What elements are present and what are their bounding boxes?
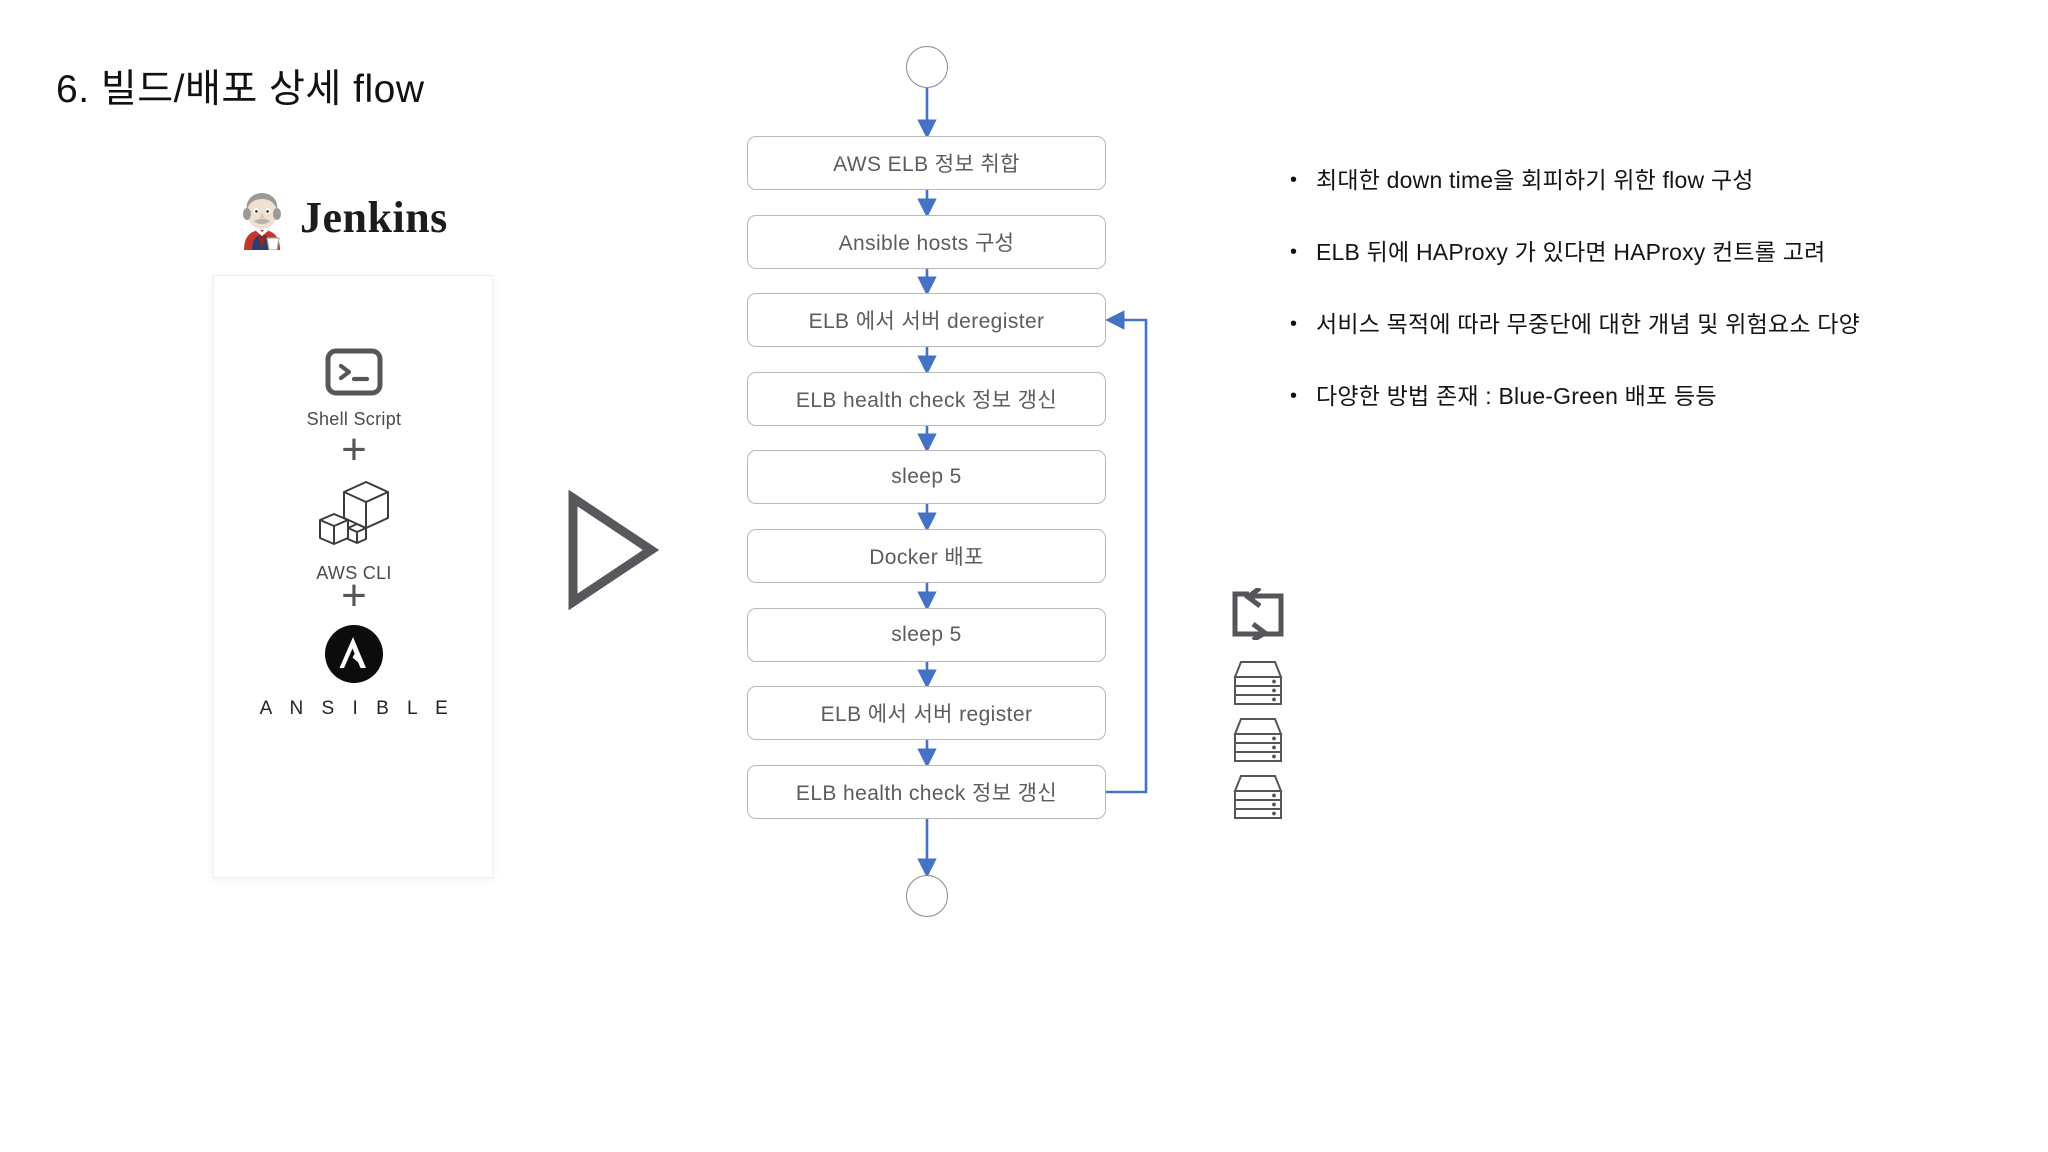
tool-stack-card: Shell Script + AWS CLI + [213, 275, 493, 878]
plus-separator-2: + [341, 571, 367, 620]
tool-item-shell-script: Shell Script [214, 348, 494, 430]
flow-end-node [906, 875, 948, 917]
terminal-icon [325, 348, 383, 396]
notes-bullet-list: • 최대한 down time을 회피하기 위한 flow 구성 • ELB 뒤… [1290, 165, 2010, 453]
flow-step-6[interactable]: Docker 배포 [747, 529, 1106, 583]
tool-item-aws-cli: AWS CLI [214, 476, 494, 584]
flow-step-5[interactable]: sleep 5 [747, 450, 1106, 504]
server-rack-icon [1233, 661, 1283, 705]
bullet-text: 서비스 목적에 따라 무중단에 대한 개념 및 위험요소 다양 [1316, 311, 1861, 337]
flow-step-2[interactable]: Ansible hosts 구성 [747, 215, 1106, 269]
jenkins-butler-icon [243, 193, 281, 250]
ansible-icon [325, 625, 383, 683]
page-title: 6. 빌드/배포 상세 flow [56, 68, 425, 111]
flow-step-4[interactable]: ELB health check 정보 갱신 [747, 372, 1106, 426]
plus-separator-1: + [341, 425, 367, 474]
bullet-marker: • [1290, 241, 1298, 263]
bullet-item-3: • 서비스 목적에 따라 무중단에 대한 개념 및 위험요소 다양 [1290, 309, 2010, 339]
bullet-marker: • [1290, 385, 1298, 407]
play-triangle-icon [568, 490, 659, 610]
flow-step-7[interactable]: sleep 5 [747, 608, 1106, 662]
flow-step-8[interactable]: ELB 에서 서버 register [747, 686, 1106, 740]
server-icon-group [1223, 588, 1333, 820]
bullet-text: 다양한 방법 존재 : Blue-Green 배포 등등 [1316, 383, 1717, 409]
bullet-item-1: • 최대한 down time을 회피하기 위한 flow 구성 [1290, 165, 2010, 195]
server-rack-icon [1233, 718, 1283, 762]
aws-cubes-icon [319, 481, 389, 545]
bullet-item-2: • ELB 뒤에 HAProxy 가 있다면 HAProxy 컨트롤 고려 [1290, 237, 2010, 267]
flow-step-9[interactable]: ELB health check 정보 갱신 [747, 765, 1106, 819]
jenkins-logo: Jenkins [234, 186, 448, 250]
server-rack-icon [1233, 775, 1283, 819]
tool-label-shell-script: Shell Script [306, 409, 402, 429]
refresh-loop-icon [1232, 588, 1284, 640]
bullet-item-4: • 다양한 방법 존재 : Blue-Green 배포 등등 [1290, 381, 2010, 411]
bullet-text: ELB 뒤에 HAProxy 가 있다면 HAProxy 컨트롤 고려 [1316, 239, 1826, 265]
flow-connectors [917, 88, 1148, 878]
jenkins-wordmark: Jenkins [300, 193, 448, 242]
flow-step-3[interactable]: ELB 에서 서버 deregister [747, 293, 1106, 347]
tool-label-aws-cli: AWS CLI [316, 563, 392, 583]
flow-chart: AWS ELB 정보 취합 Ansible hosts 구성 ELB 에서 서버… [700, 0, 1220, 1152]
tool-label-ansible: A N S I B L E [259, 698, 455, 719]
bullet-marker: • [1290, 169, 1298, 191]
bullet-text: 최대한 down time을 회피하기 위한 flow 구성 [1316, 167, 1754, 193]
bullet-marker: • [1290, 313, 1298, 335]
flow-step-1[interactable]: AWS ELB 정보 취합 [747, 136, 1106, 190]
flow-start-node [906, 46, 948, 88]
tool-item-ansible: A N S I B L E [214, 624, 494, 720]
